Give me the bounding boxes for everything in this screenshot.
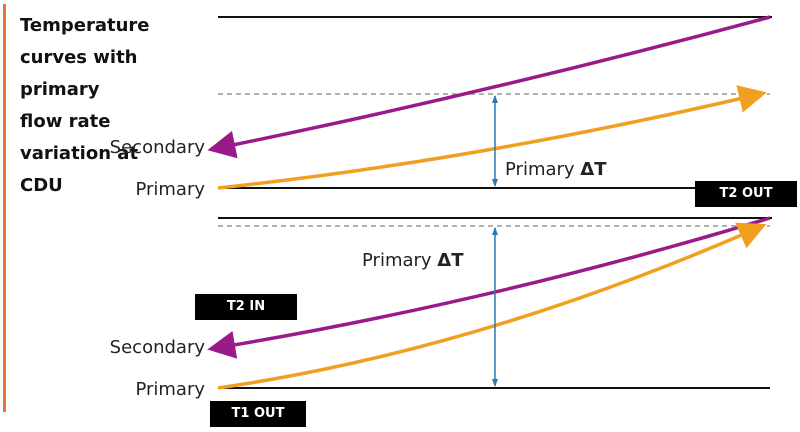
delta-symbol: ΔT bbox=[580, 159, 607, 180]
t2-out-tag: T2 OUT bbox=[695, 181, 797, 207]
accent-bar bbox=[3, 4, 6, 412]
delta-symbol: ΔT bbox=[437, 250, 464, 271]
top-secondary-curve bbox=[207, 15, 771, 159]
top-delta-label: Primary ΔT bbox=[505, 159, 607, 180]
top-primary-label: Primary bbox=[135, 179, 205, 200]
top-secondary-label: Secondary bbox=[109, 137, 205, 158]
t1-out-tag: T1 OUT bbox=[210, 401, 306, 427]
bottom-primary-curve bbox=[217, 222, 767, 390]
top-primary-curve bbox=[217, 85, 767, 190]
bottom-secondary-curve bbox=[207, 216, 771, 359]
delta-text: Primary bbox=[505, 159, 575, 180]
t2-in-tag: T2 IN bbox=[195, 294, 297, 320]
bottom-secondary-label: Secondary bbox=[109, 337, 205, 358]
delta-text: Primary bbox=[362, 250, 432, 271]
diagram-title: Temperature curves with primary flow rat… bbox=[20, 15, 150, 196]
bottom-delta-label: Primary ΔT bbox=[362, 250, 464, 271]
bottom-primary-label: Primary bbox=[135, 379, 205, 400]
